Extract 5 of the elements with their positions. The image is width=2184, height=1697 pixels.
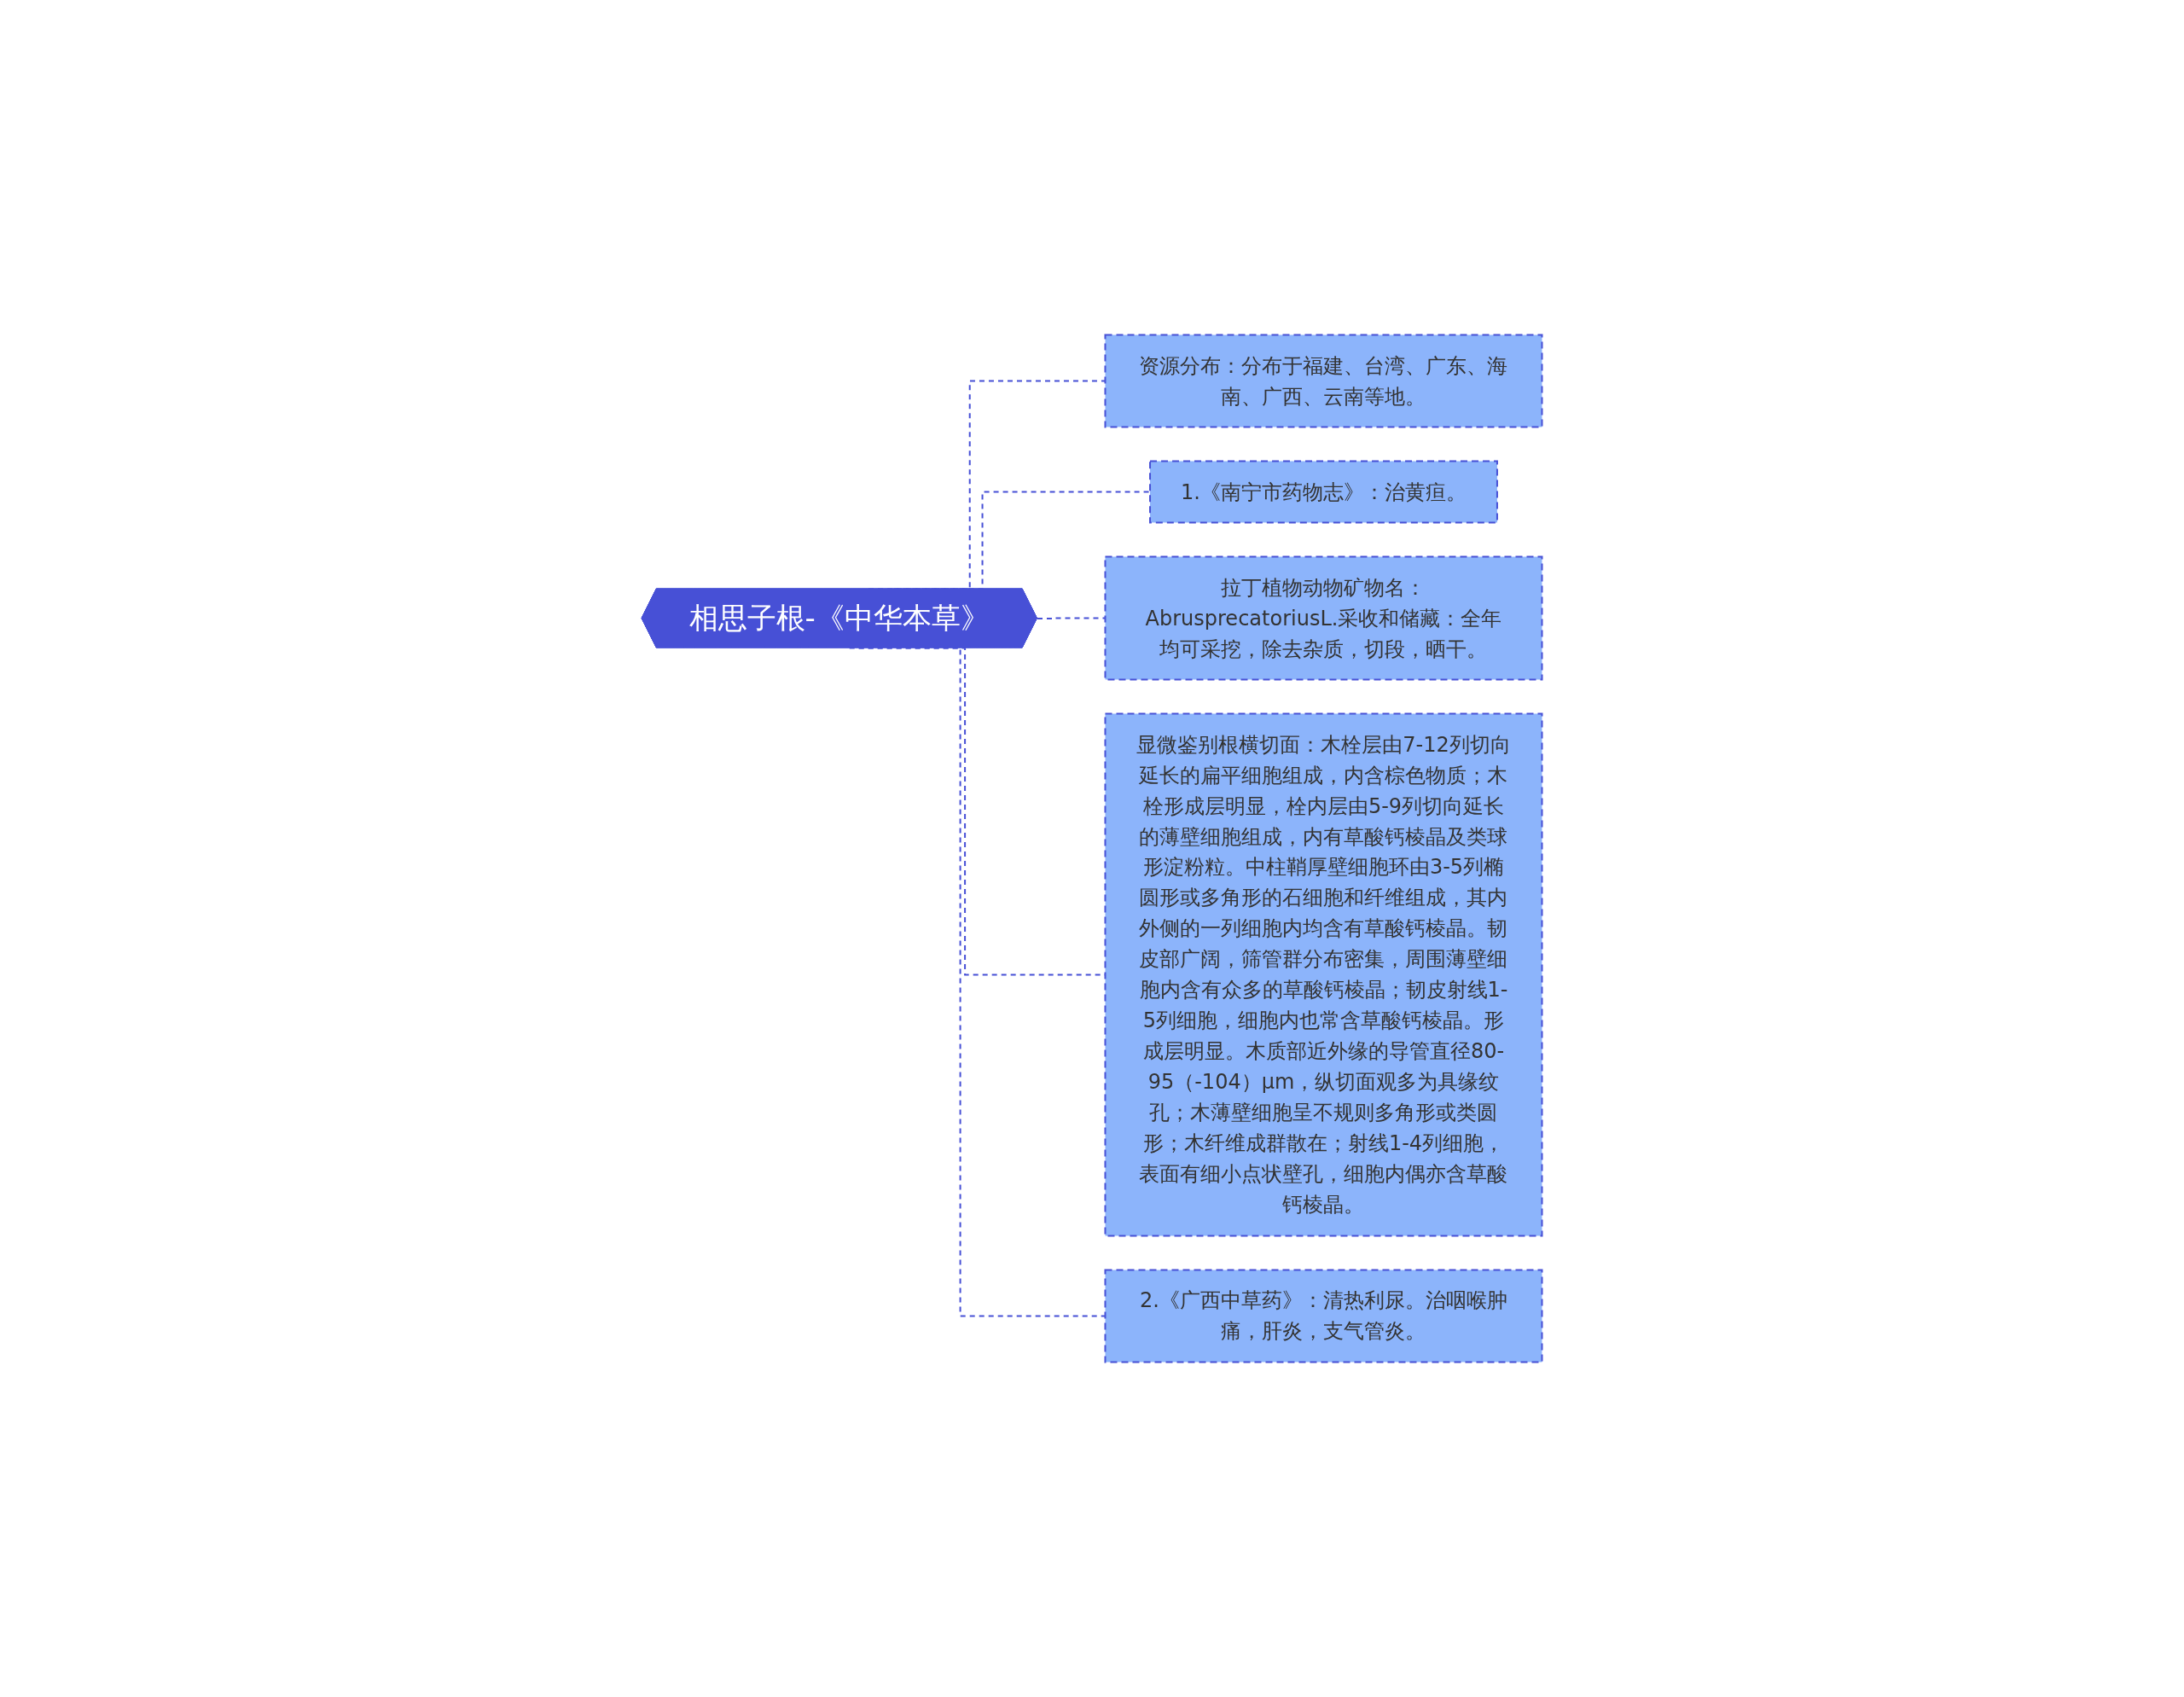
node-box: 显微鉴别根横切面：木栓层由7-12列切向延长的扁平细胞组成，内含棕色物质；木栓形成层明显，栓内层由5-9列切向延长的薄壁细胞组成，内有草酸钙棱晶及类球形淀粉粒。中柱鞘厚壁细胞环由3-5列椭圆形或多角形的石细胞和纤维组成，其内外侧的一列细胞内均含有草酸钙棱晶。韧皮部广阔，筛管群分布密集，周围薄壁细胞内含有众多的草酸钙棱晶；韧皮射线1-5列细胞，细胞内也常含草酸钙棱晶。形成层明显。木质部近外缘的导管直径80-95（-104）μm，纵切面观多为具缘纹孔；木薄壁细胞呈不规则多角形或类圆形；木纤维成群散在；射线1-4列细胞，表面有细小点状壁孔，细胞内偶亦含草酸钙棱晶。 (1104, 712, 1543, 1237)
node-box: 2.《广西中草药》：清热利尿。治咽喉肿痛，肝炎，支气管炎。 (1104, 1269, 1543, 1363)
node-box: 资源分布：分布于福建、台湾、广东、海南、广西、云南等地。 (1104, 334, 1543, 428)
node-box: 1.《南宁市药物志》：治黄疸。 (1149, 460, 1499, 524)
node-box: 拉丁植物动物矿物名：AbrusprecatoriusL.采收和储藏：全年均可采挖，除去杂质，切段，晒干。 (1104, 555, 1543, 681)
